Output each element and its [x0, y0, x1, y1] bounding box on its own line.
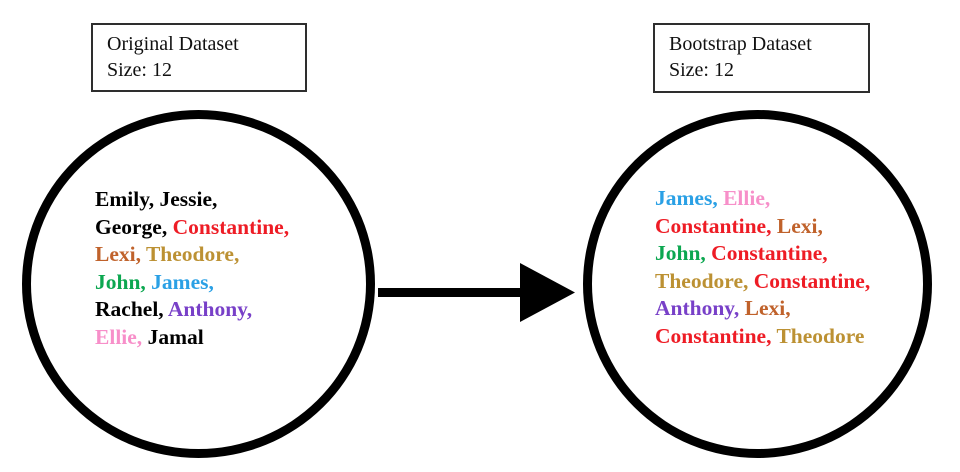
name-line: Anthony, Lexi,: [655, 295, 870, 323]
name-line: James, Ellie,: [655, 185, 870, 213]
name-token: Constantine,: [711, 241, 828, 265]
name-token: George,: [95, 214, 173, 239]
name-token: James,: [655, 186, 724, 210]
name-line: Lexi, Theodore,: [95, 241, 289, 269]
original-dataset-size: Size: 12: [107, 59, 172, 81]
name-token: Anthony,: [655, 296, 745, 320]
name-token: Lexi,: [776, 213, 823, 238]
original-dataset-names: Emily, Jessie,George, Constantine,Lexi, …: [95, 186, 289, 351]
original-dataset-title: Original Dataset: [107, 33, 239, 55]
name-token: Ellie,: [95, 324, 148, 349]
arrow-right-icon: [378, 263, 575, 322]
bootstrap-dataset-size: Size: 12: [669, 59, 734, 81]
name-line: John, James,: [95, 269, 289, 297]
name-line: Constantine, Lexi,: [655, 213, 870, 241]
name-token: Anthony,: [167, 297, 253, 321]
name-line: John, Constantine,: [655, 240, 870, 268]
name-token: Theodore: [776, 323, 865, 348]
original-dataset-circle: [22, 110, 375, 458]
name-token: Ellie,: [723, 186, 771, 210]
name-token: John,: [95, 269, 152, 294]
name-token: James,: [151, 269, 214, 294]
name-line: Constantine, Theodore: [655, 323, 870, 351]
name-line: Ellie, Jamal: [95, 324, 289, 352]
name-line: Rachel, Anthony,: [95, 296, 289, 324]
name-token: Jessie,: [159, 187, 218, 211]
bootstrap-dataset-title: Bootstrap Dataset: [669, 33, 812, 55]
name-token: Lexi,: [744, 296, 791, 320]
name-token: Constantine,: [172, 214, 290, 239]
name-token: Jamal: [147, 324, 204, 349]
name-line: Theodore, Constantine,: [655, 268, 870, 296]
bootstrap-dataset-circle: [583, 110, 932, 458]
name-token: Constantine,: [655, 213, 777, 238]
bootstrap-dataset-names: James, Ellie,Constantine, Lexi,John, Con…: [655, 185, 870, 350]
name-token: Rachel,: [95, 297, 168, 321]
original-dataset-label-box: Original Dataset Size: 12: [91, 23, 307, 92]
name-line: Emily, Jessie,: [95, 186, 289, 214]
name-line: George, Constantine,: [95, 214, 289, 242]
bootstrap-dataset-label-box: Bootstrap Dataset Size: 12: [653, 23, 870, 93]
name-token: Theodore,: [655, 268, 754, 293]
name-token: Constantine,: [655, 323, 777, 348]
name-token: John,: [655, 241, 712, 265]
name-token: Constantine,: [753, 268, 871, 293]
name-token: Lexi,: [95, 242, 146, 266]
name-token: Theodore,: [145, 242, 240, 266]
name-token: Emily,: [95, 187, 160, 211]
